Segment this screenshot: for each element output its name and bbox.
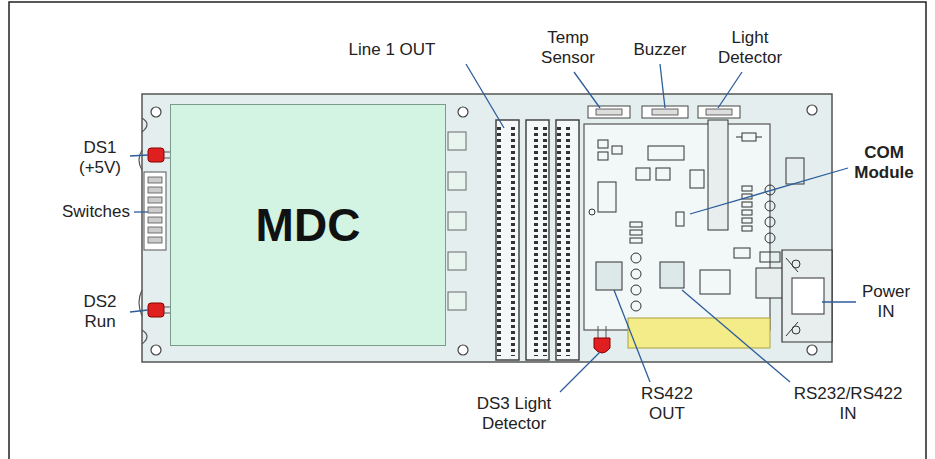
part-label: Power IN: [858, 282, 914, 322]
mounting-holes: [151, 105, 817, 355]
led-ds1: [148, 148, 172, 162]
leader-lines: [130, 64, 856, 392]
module-name: MDC: [256, 198, 361, 252]
switches: [144, 172, 166, 250]
part-label: Line 1 OUT: [317, 40, 467, 60]
line-connectors: [496, 120, 579, 360]
circuit-board: [142, 94, 832, 362]
part-label: DS2 Run: [75, 292, 125, 332]
part-label: DS1 (+5V): [72, 138, 128, 178]
part-label: COM Module: [848, 143, 920, 183]
led-ds3: [594, 326, 610, 353]
power-connector: [782, 250, 832, 342]
part-label: DS3 Light Detector: [458, 394, 570, 434]
top-sensors: [588, 106, 740, 118]
part-label: RS422 OUT: [637, 384, 697, 424]
frame: [9, 2, 926, 459]
part-label: RS232/RS422 IN: [792, 384, 904, 424]
part-label: Switches: [56, 202, 136, 222]
led-ds2: [148, 303, 172, 317]
mdc-pads: [448, 132, 466, 310]
yellow-component: [628, 318, 770, 348]
module-box: MDC: [170, 104, 446, 346]
part-label: Light Detector: [710, 28, 790, 68]
part-label: Buzzer: [620, 40, 700, 60]
com-module: [584, 124, 770, 330]
part-label: Temp Sensor: [533, 28, 603, 68]
